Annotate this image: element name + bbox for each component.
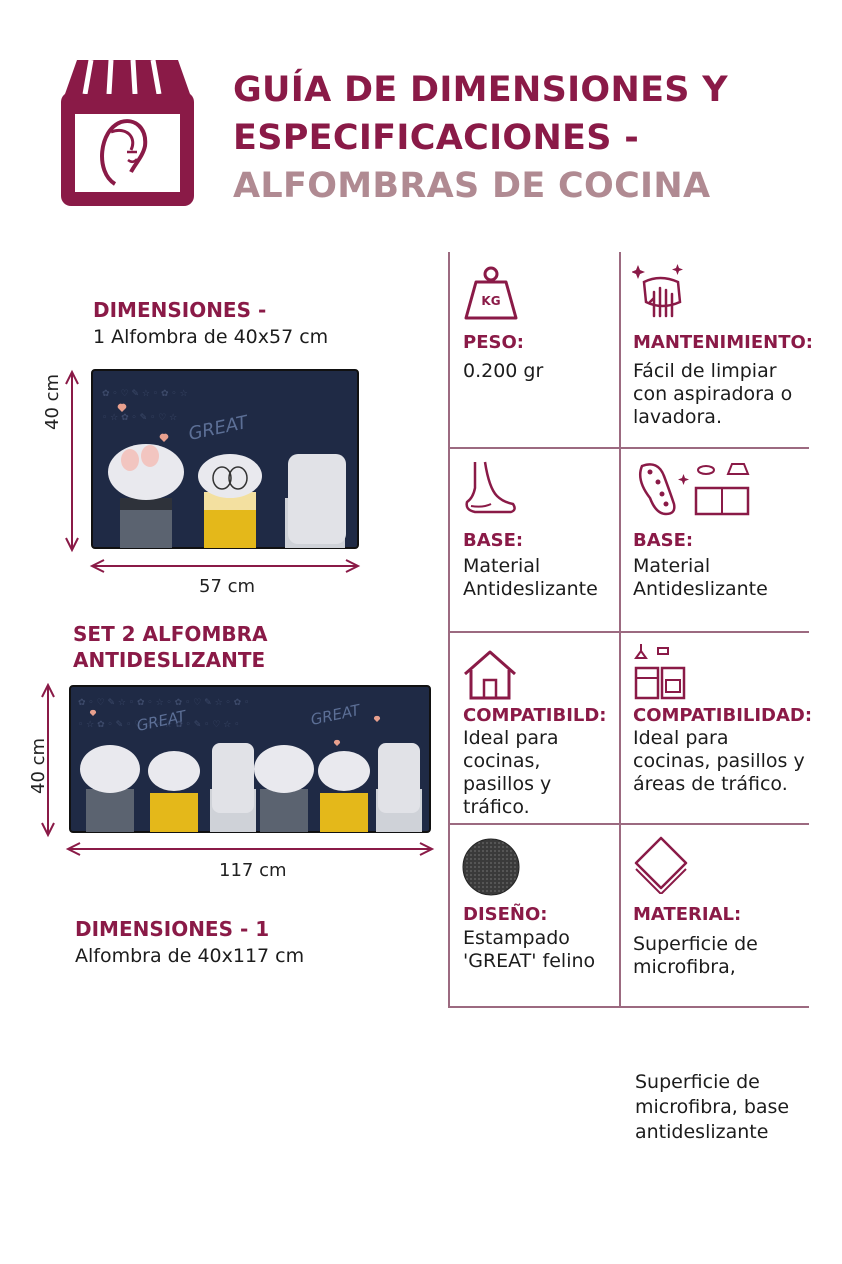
title-line-3: ALFOMBRAS DE COCINA [233, 166, 711, 206]
grid-line-h4 [450, 1006, 809, 1008]
rug1-heading: DIMENSIONES - [93, 298, 267, 322]
grid-line-h1 [450, 447, 809, 449]
grid-line-v2 [619, 252, 621, 1008]
spec-weight-text: 0.200 gr [463, 360, 544, 382]
grid-line-v1 [448, 252, 450, 1008]
house-icon [464, 650, 516, 700]
page-title: GUÍA DE DIMENSIONES Y ESPECIFICACIONES -… [233, 66, 728, 210]
spec-base-title: BASE: [463, 530, 524, 551]
svg-text:✿ ◦ ♡ ✎ ☆ ◦ ✿ ◦ ☆ ◦ ✿ ◦ ♡ ✎ ☆: ✿ ◦ ♡ ✎ ☆ ◦ ✿ ◦ ☆ ◦ ✿ ◦ ♡ ✎ ☆ ◦ ✿ ◦ [78, 698, 249, 708]
rug1-height-label: 40 cm [42, 373, 63, 430]
fabric-swatch-icon [462, 838, 520, 896]
dims2-subheading: Alfombra de 40x117 cm [75, 945, 305, 967]
title-line-2: ESPECIFICACIONES - [233, 118, 640, 158]
rug2-heading-line-2: ANTIDESLIZANTE [73, 648, 266, 672]
grid-line-h2 [450, 631, 809, 633]
shop-face-logo-icon [61, 59, 194, 206]
spec-design-title: DISEÑO: [463, 904, 548, 925]
svg-text:✿ ◦ ♡ ✎ ☆ ◦ ✿ ◦ ☆: ✿ ◦ ♡ ✎ ☆ ◦ ✿ ◦ ☆ [102, 389, 188, 399]
svg-text:◦ ☆ ✿ ◦ ✎ ◦ ♡ ☆: ◦ ☆ ✿ ◦ ✎ ◦ ♡ ☆ [102, 413, 177, 423]
hand-cleaning-icon [632, 264, 683, 318]
layers-material-icon [634, 836, 688, 894]
spec-base-2-title: BASE: [633, 530, 694, 551]
spec-weight-title: PESO: [463, 332, 524, 353]
weight-kg-icon: KG [464, 266, 518, 320]
rug2-dimension-figure: ✿ ◦ ♡ ✎ ☆ ◦ ✿ ◦ ☆ ◦ ✿ ◦ ♡ ✎ ☆ ◦ ✿ ◦ ◦ ☆ … [41, 683, 435, 856]
rug1-dimension-figure: ✿ ◦ ♡ ✎ ☆ ◦ ✿ ◦ ☆ ◦ ☆ ✿ ◦ ✎ ◦ ♡ ☆ GREAT [65, 369, 361, 573]
dims2-heading: DIMENSIONES - 1 [75, 917, 270, 941]
spec-design-text: Estampado'GREAT' felino [463, 927, 596, 972]
foot-icon [465, 461, 516, 514]
sole-kitchen-icon [639, 463, 750, 516]
kitchen-appliance-icon [634, 644, 686, 700]
title-line-1: GUÍA DE DIMENSIONES Y [233, 70, 728, 110]
rug1-subheading: 1 Alfombra de 40x57 cm [93, 326, 329, 348]
spec-compat-2-title: COMPATIBILIDAD: [633, 705, 813, 726]
rug2-width-label: 117 cm [219, 860, 287, 881]
grid-line-h3 [450, 823, 809, 825]
rug2-height-label: 40 cm [28, 737, 49, 794]
spec-maintenance-title: MANTENIMIENTO: [633, 332, 813, 353]
spec-material-title: MATERIAL: [633, 904, 742, 925]
footnote-material: Superficie de microfibra, base antidesli… [635, 1071, 790, 1143]
spec-compat-title: COMPATIBILD: [463, 705, 607, 726]
rug1-width-label: 57 cm [199, 576, 256, 597]
svg-text:◦ ☆ ✿ ◦ ✎ ◦ ♡ ☆ ◦ ☆ ✿ ◦ ✎ ◦ ♡: ◦ ☆ ✿ ◦ ✎ ◦ ♡ ☆ ◦ ☆ ✿ ◦ ✎ ◦ ♡ ☆ ◦ [78, 720, 240, 730]
rug2-heading-line-1: SET 2 ALFOMBRA [73, 622, 268, 646]
svg-text:KG: KG [481, 294, 500, 308]
